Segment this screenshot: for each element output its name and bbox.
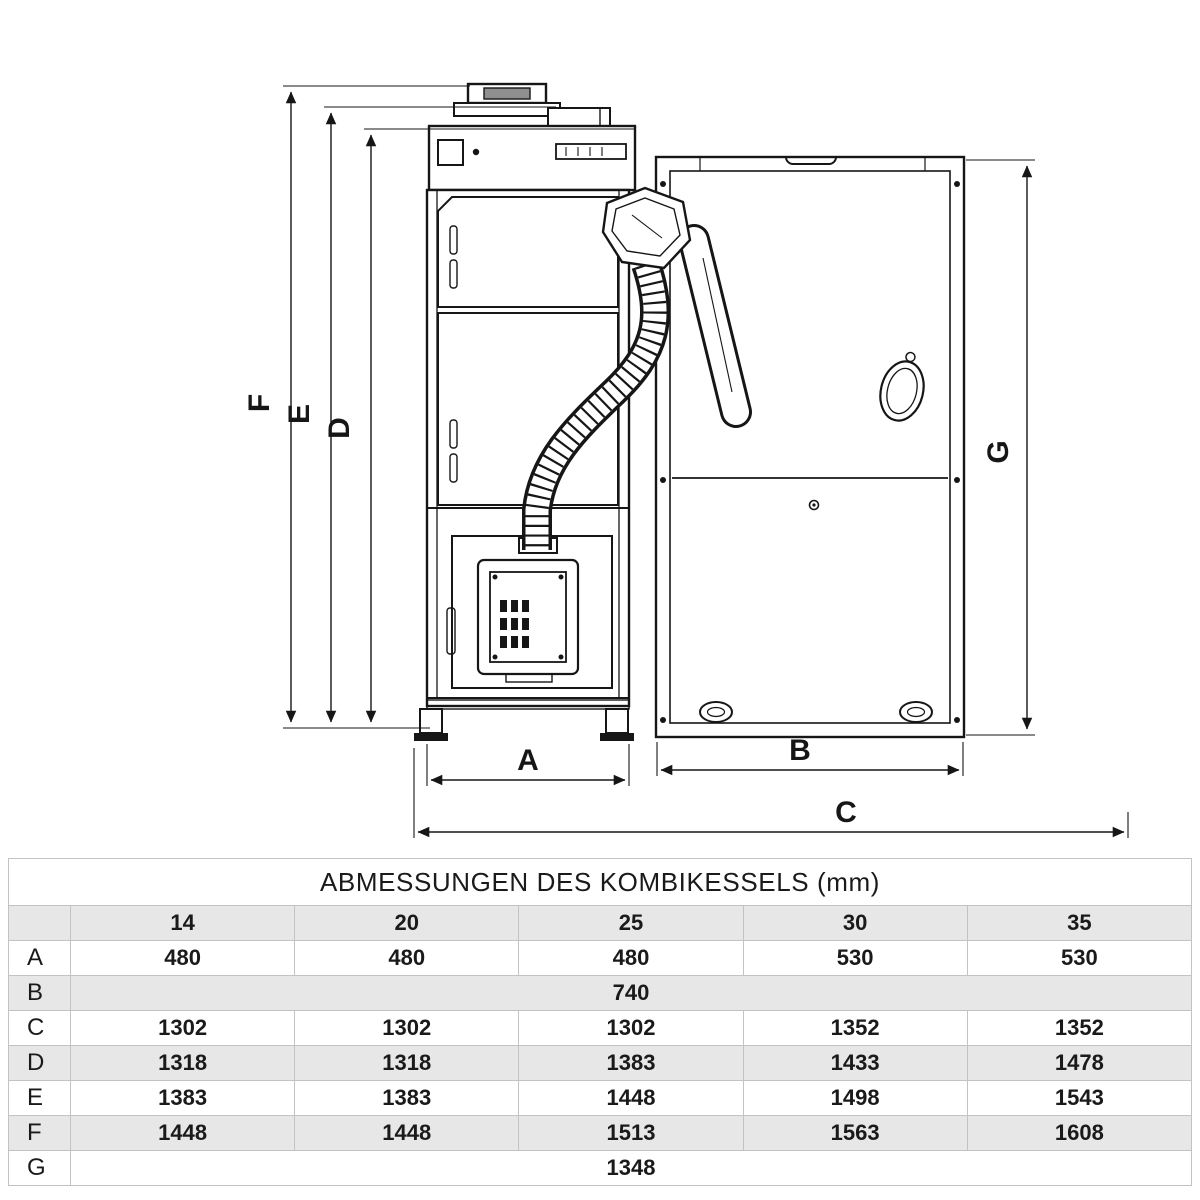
panel-display	[437, 139, 464, 166]
row-label-F: F	[8, 1115, 71, 1151]
dim-value: 1318	[69, 1045, 296, 1081]
dim-label-F: F	[243, 394, 276, 412]
table-row-G: G 1348	[8, 1150, 1192, 1186]
pellet-hopper-unit	[654, 155, 966, 739]
sight-glass	[879, 351, 925, 422]
dim-value: 1302	[294, 1010, 520, 1046]
dim-label-A: A	[517, 744, 539, 777]
dimension-A: A	[426, 744, 630, 786]
dimension-C: C	[413, 748, 1129, 838]
table-header-row: 14 20 25 30 35	[8, 905, 1193, 941]
dim-value: 480	[518, 940, 744, 976]
dim-value: 1498	[742, 1080, 968, 1116]
dim-value: 530	[966, 940, 1193, 976]
burner-vents	[500, 600, 529, 648]
dim-label-G: G	[982, 440, 1015, 463]
boiler-unit	[414, 82, 637, 741]
row-label-C: C	[8, 1010, 71, 1046]
row-label-B: B	[8, 975, 71, 1011]
dim-label-C: C	[835, 796, 857, 829]
table-row-B: B 740	[8, 975, 1192, 1011]
row-label-G: G	[8, 1150, 71, 1186]
panel-led	[472, 148, 480, 156]
hopper-screws	[660, 181, 960, 723]
dim-value: 1448	[69, 1115, 296, 1151]
drawing-area: F E D G	[243, 82, 1129, 838]
hopper-lid-handle	[785, 156, 837, 165]
column-header-14: 14	[69, 905, 296, 941]
dim-label-B: B	[789, 734, 811, 767]
table-row-C: C 1302 1302 1302 1352 1352	[8, 1010, 1193, 1046]
control-panel	[427, 124, 637, 192]
dim-value: 1563	[742, 1115, 968, 1151]
dim-value: 1383	[69, 1080, 296, 1116]
hopper-base-slots	[699, 701, 933, 723]
row-label-E: E	[8, 1080, 71, 1116]
dim-value: 1433	[742, 1045, 968, 1081]
dimension-lines: F E D G	[243, 85, 1129, 838]
dim-value: 480	[294, 940, 520, 976]
dim-value: 1352	[966, 1010, 1193, 1046]
dimension-G: G	[966, 159, 1035, 736]
row-label-A: A	[8, 940, 71, 976]
dim-value: 1478	[966, 1045, 1193, 1081]
dim-label-D: D	[323, 417, 356, 439]
dim-value: 1608	[966, 1115, 1193, 1151]
row-label-D: D	[8, 1045, 71, 1081]
dimension-F: F	[243, 85, 470, 723]
flue-outlet	[453, 82, 611, 129]
upper-door	[437, 196, 619, 308]
auger-tube	[678, 224, 752, 428]
table-title-row: ABMESSUNGEN DES KOMBIKESSELS (mm)	[8, 858, 1192, 906]
dim-value: 1383	[518, 1045, 744, 1081]
table-row-E: E 1383 1383 1448 1498 1543	[8, 1080, 1193, 1116]
dim-value: 1513	[518, 1115, 744, 1151]
table-row-D: D 1318 1318 1383 1433 1478	[8, 1045, 1193, 1081]
column-header-35: 35	[966, 905, 1193, 941]
column-header-20: 20	[294, 905, 520, 941]
dim-value: 1352	[742, 1010, 968, 1046]
dimension-D: D	[323, 128, 634, 723]
dim-label-E: E	[283, 404, 316, 424]
column-header-25: 25	[518, 905, 744, 941]
dim-value: 1448	[294, 1115, 520, 1151]
dim-value: 1302	[69, 1010, 296, 1046]
hopper-screw-center	[808, 499, 820, 511]
table-row-F: F 1448 1448 1513 1563 1608	[8, 1115, 1193, 1151]
dim-value: 480	[69, 940, 296, 976]
dim-value: 740	[70, 975, 1192, 1011]
corner-cell	[8, 905, 71, 941]
dim-value: 1543	[966, 1080, 1193, 1116]
dim-value: 1448	[518, 1080, 744, 1116]
boiler-feet	[414, 708, 634, 741]
dimension-E: E	[283, 106, 556, 723]
pellet-burner	[476, 558, 580, 683]
dim-value: 1318	[294, 1045, 520, 1081]
technical-drawing: F E D G	[243, 82, 1129, 838]
dimension-B: B	[656, 734, 964, 776]
column-header-30: 30	[742, 905, 968, 941]
dim-value: 530	[742, 940, 968, 976]
dim-value: 1383	[294, 1080, 520, 1116]
dim-value: 1348	[70, 1150, 1192, 1186]
dimensions-table: ABMESSUNGEN DES KOMBIKESSELS (mm) 14 20 …	[8, 858, 1193, 1186]
dim-value: 1302	[518, 1010, 744, 1046]
table-title: ABMESSUNGEN DES KOMBIKESSELS (mm)	[8, 858, 1192, 906]
brand-plate	[555, 143, 627, 160]
pellet-feed-assembly	[522, 186, 692, 550]
boiler-body	[425, 188, 631, 710]
table-row-A: A 480 480 480 530 530	[8, 940, 1193, 976]
